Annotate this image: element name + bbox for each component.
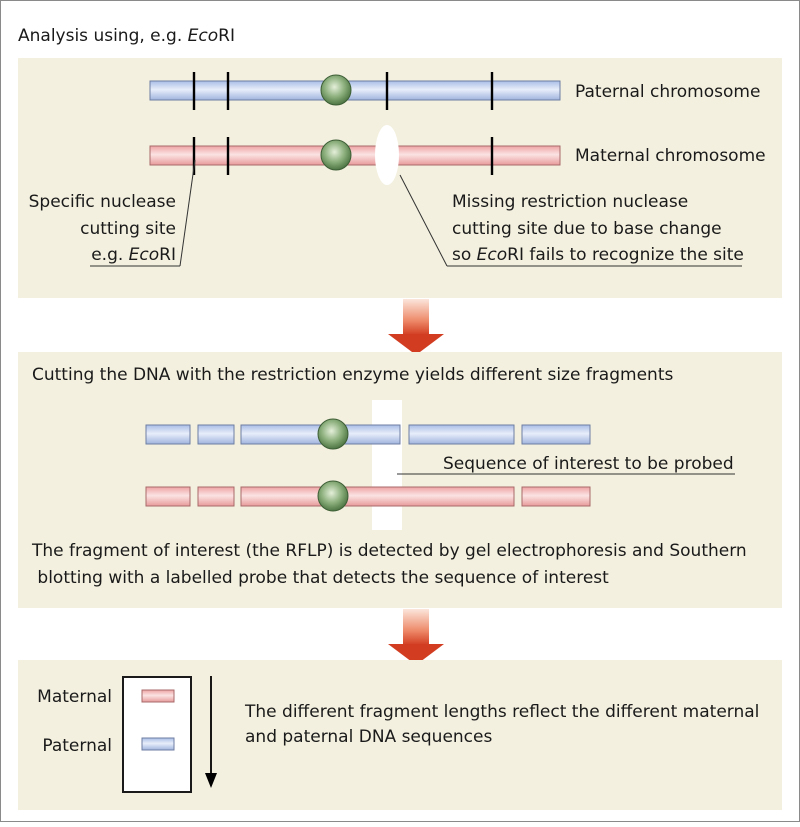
- gel-maternal-label: Maternal: [37, 687, 112, 707]
- centromere: [317, 418, 349, 450]
- probe-label: Sequence of interest to be probed: [443, 454, 734, 474]
- probe-band: [372, 400, 402, 530]
- migration-arrow: [205, 676, 217, 788]
- flow-arrow: [388, 609, 444, 665]
- svg-text:e.g. EcoRI: e.g. EcoRI: [91, 245, 176, 265]
- maternal-fragment: [145, 486, 191, 507]
- flow-arrow: [388, 299, 444, 355]
- leader-line: [399, 174, 448, 267]
- paternal-fragment: [197, 424, 235, 445]
- paternal-fragment: [145, 424, 191, 445]
- rflp-note-line2: blotting with a labelled probe that dete…: [32, 568, 609, 588]
- svg-text:Missing restriction nuclease: Missing restriction nuclease: [452, 192, 688, 212]
- paternal-band: [141, 737, 175, 751]
- missing-site-note: Missing restriction nuclease cutting sit…: [399, 174, 744, 267]
- gel-paternal-label: Paternal: [42, 736, 112, 756]
- paternal-fragments: [145, 418, 591, 450]
- centromere: [320, 74, 352, 106]
- svg-text:Specific nuclease: Specific nuclease: [29, 192, 176, 212]
- missing-site-gap: [375, 125, 399, 185]
- paternal-chromosome: [149, 72, 561, 110]
- svg-text:so EcoRI fails to recognize th: so EcoRI fails to recognize the site: [452, 245, 744, 265]
- maternal-fragments: [145, 480, 591, 512]
- svg-text:cutting site: cutting site: [80, 219, 176, 239]
- rflp-note-line1: The fragment of interest (the RFLP) is d…: [31, 541, 747, 561]
- centromere: [320, 139, 352, 171]
- maternal-fragment-rflp: [240, 486, 515, 507]
- paternal-chromosome-label: Paternal chromosome: [575, 82, 760, 102]
- result-text-line2: and paternal DNA sequences: [245, 727, 492, 747]
- maternal-fragment: [521, 486, 591, 507]
- leader-line: [179, 159, 196, 267]
- maternal-fragment: [197, 486, 235, 507]
- result-text-line1: The different fragment lengths reflect t…: [244, 702, 759, 722]
- header-title: Analysis using, e.g. EcoRI: [18, 26, 235, 46]
- svg-text:cutting site due to base chang: cutting site due to base change: [452, 219, 722, 239]
- paternal-fragment: [521, 424, 591, 445]
- maternal-band: [141, 689, 175, 703]
- maternal-chromosome-label: Maternal chromosome: [575, 146, 766, 166]
- cutting-title: Cutting the DNA with the restriction enz…: [32, 365, 673, 385]
- paternal-fragment: [408, 424, 515, 445]
- specific-site-note: Specific nuclease cutting site e.g. EcoR…: [29, 159, 196, 267]
- centromere: [317, 480, 349, 512]
